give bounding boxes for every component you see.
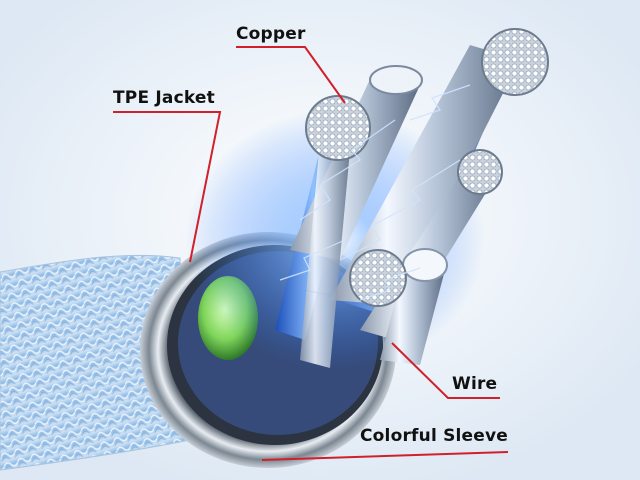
colorful-sleeve-label: Colorful Sleeve — [360, 426, 509, 446]
tpe-jacket-leader-line — [113, 111, 222, 263]
colorful-sleeve — [0, 255, 190, 470]
wire-label: Wire — [452, 374, 498, 394]
electric-arcs — [279, 84, 471, 301]
leader-lines — [113, 46, 509, 461]
sleeve-leader-line — [261, 451, 509, 461]
conductor-rods — [275, 45, 520, 368]
copper-label: Copper — [236, 24, 306, 44]
wire-leader-line — [391, 342, 500, 399]
copper-strand-bundles — [305, 28, 549, 307]
tpe-jacket-label: TPE Jacket — [113, 88, 215, 108]
copper-leader-line — [236, 46, 346, 104]
